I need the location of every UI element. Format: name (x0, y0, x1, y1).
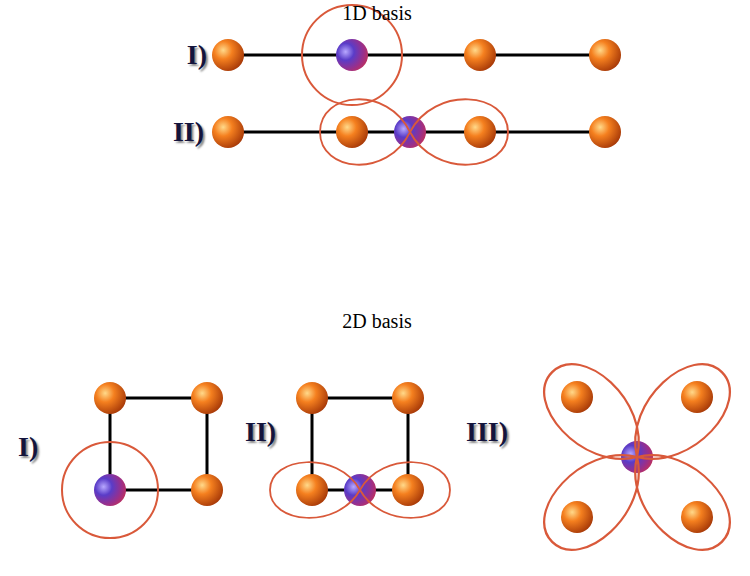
square-2d-ii (270, 382, 450, 518)
section-heading: 2D basis (342, 310, 411, 333)
section-heading: 1D basis (342, 2, 411, 25)
chain-1d-i (212, 5, 621, 105)
square-2d-i (62, 382, 223, 538)
chain-1d-ii (212, 99, 621, 164)
panel-number: II) (173, 116, 204, 148)
square-2d-iii (528, 348, 746, 566)
panel-number: I) (18, 431, 38, 463)
panel-number: II) (245, 416, 276, 448)
panel-number: I) (187, 39, 207, 71)
panel-number: III) (466, 416, 508, 448)
